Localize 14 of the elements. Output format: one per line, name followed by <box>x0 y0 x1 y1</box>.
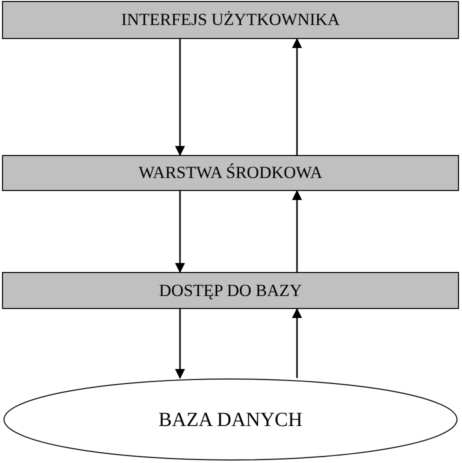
arrow <box>175 191 185 273</box>
layer-label: INTERFEJS UŻYTKOWNIKA <box>121 9 340 32</box>
layer-label: BAZA DANYCH <box>158 408 302 432</box>
arrow <box>175 39 185 156</box>
arrow <box>292 308 302 378</box>
layer-box <box>2 272 459 309</box>
layer-box <box>2 1 459 39</box>
database-ellipse <box>3 378 458 461</box>
arrow <box>175 309 185 379</box>
arrow <box>292 38 302 155</box>
layer-box <box>2 155 459 191</box>
arrow <box>292 190 302 272</box>
layer-label: DOSTĘP DO BAZY <box>159 280 302 302</box>
layer-label: WARSTWA ŚRODKOWA <box>138 162 322 184</box>
